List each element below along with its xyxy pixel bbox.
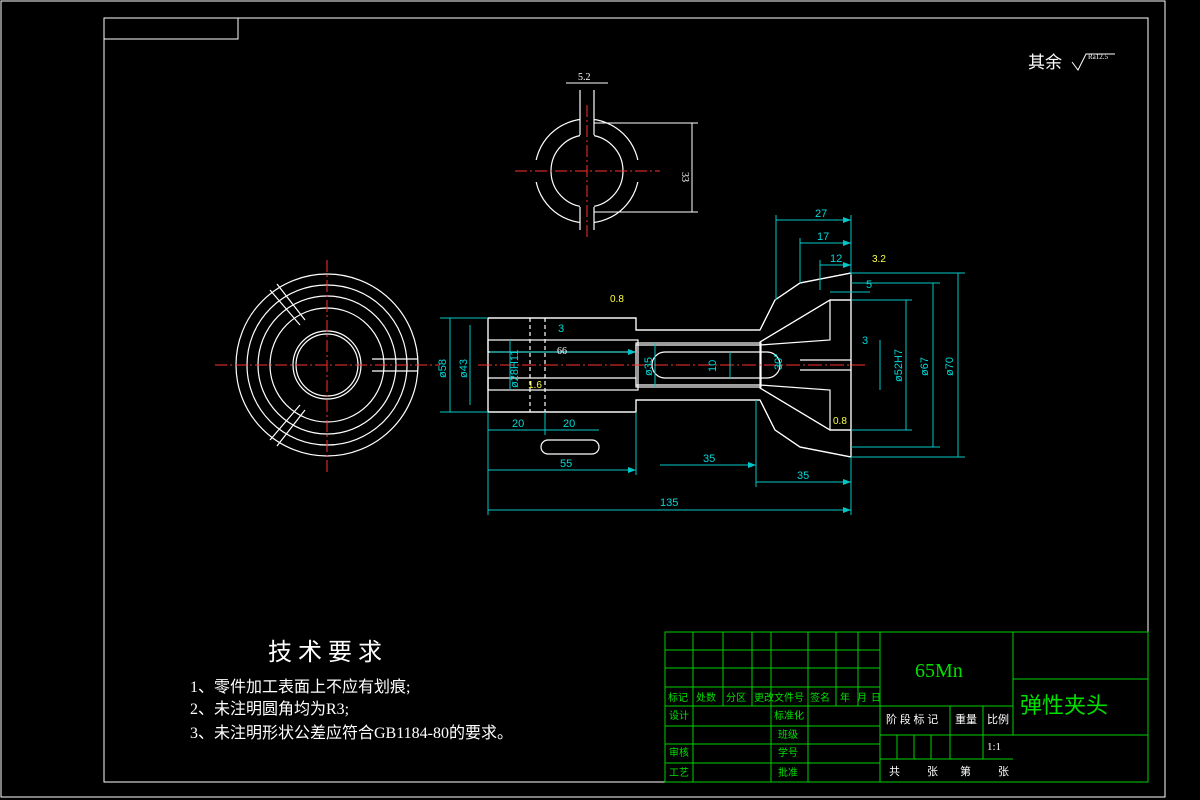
tb-review: 审核 <box>669 746 689 759</box>
tech-req-item-3: 3、未注明形状公差应符合GB1184-80的要求。 <box>190 723 513 742</box>
tb-header-sign: 签名 <box>810 691 830 704</box>
dim-135: 135 <box>660 497 678 509</box>
main-section-view <box>478 272 865 458</box>
dim-angle-30: 30° <box>773 353 785 370</box>
tb-standardize: 标准化 <box>774 709 804 722</box>
tb-stage-mark: 阶 段 标 记 <box>886 712 938 726</box>
dim-dia-70: ø70 <box>944 357 956 376</box>
tb-scale-label: 比例 <box>987 712 1009 726</box>
tb-approve: 批准 <box>778 766 798 779</box>
tb-process: 工艺 <box>669 767 689 779</box>
tb-header-mark: 标记 <box>668 692 688 704</box>
title-block-grid <box>664 631 1149 783</box>
dim-27: 27 <box>815 208 827 220</box>
cross-section-view <box>515 82 698 237</box>
end-view <box>215 260 440 475</box>
dim-17: 17 <box>817 231 829 243</box>
sheet-outer-border <box>0 0 1166 798</box>
tb-total: 共 <box>889 765 900 778</box>
dim-slot-width: 5.2 <box>578 72 591 83</box>
roughness-1-6: 1.6 <box>528 380 542 391</box>
tech-req-item-2: 2、未注明圆角均为R3; <box>190 700 349 718</box>
tb-design: 设计 <box>669 709 689 722</box>
dim-dia-52h7: ø52H7 <box>893 349 905 382</box>
surface-note-label: 其余 <box>1028 53 1062 72</box>
dim-slot-10: 10 <box>707 360 719 372</box>
sheet-inner-border <box>103 17 1149 783</box>
tb-sheets: 张 <box>927 765 938 778</box>
tb-weight: 重量 <box>955 712 977 726</box>
tb-student-no: 学号 <box>778 746 798 759</box>
dim-35-middle: 35 <box>703 453 715 465</box>
dim-across-flats: 33 <box>679 172 690 182</box>
tb-class: 班级 <box>778 729 798 741</box>
dim-dia-28h11: ø28H11 <box>509 350 521 388</box>
tb-sheets2: 张 <box>998 765 1009 778</box>
dim-3-top: 3 <box>558 323 564 335</box>
tech-req-item-1: 1、零件加工表面上不应有划痕; <box>190 677 410 696</box>
dim-5: 5 <box>866 279 872 291</box>
tb-scale: 1:1 <box>987 741 1001 753</box>
tb-header-zone: 分区 <box>726 692 746 704</box>
tb-header-year: 年 <box>840 691 850 704</box>
tb-header-count: 处数 <box>696 691 716 704</box>
tech-req-title: 技 术 要 求 <box>268 639 382 666</box>
tb-sheet-no: 第 <box>960 764 971 778</box>
tb-header-change-doc: 更改文件号 <box>754 691 804 704</box>
dim-3-right: 3 <box>862 335 868 347</box>
dim-dia-58: ø58 <box>437 359 449 378</box>
dim-20-right: 20 <box>563 418 575 430</box>
material: 65Mn <box>915 660 963 682</box>
corner-box <box>103 17 239 40</box>
roughness-0-8-bottom: 0.8 <box>833 416 847 427</box>
dim-dia-35: ø35 <box>643 357 655 376</box>
tb-header-day: 日 <box>871 693 881 704</box>
dim-dia-43: ø43 <box>458 359 470 378</box>
roughness-3-2: 3.2 <box>872 254 886 265</box>
tb-header-month: 月 <box>857 692 867 704</box>
dim-dia-67: ø67 <box>919 357 931 376</box>
roughness-0-8-top: 0.8 <box>610 294 624 305</box>
part-name: 弹性夹头 <box>1020 693 1108 718</box>
dim-66: 66 <box>557 346 567 357</box>
dim-35-right: 35 <box>797 470 809 482</box>
dim-12: 12 <box>830 253 842 265</box>
dim-55: 55 <box>560 458 572 470</box>
roughness-symbol <box>1071 53 1115 71</box>
dimension-lines <box>440 215 965 515</box>
roughness-value: Ra12.5 <box>1088 53 1109 61</box>
dim-20-left: 20 <box>512 418 524 430</box>
